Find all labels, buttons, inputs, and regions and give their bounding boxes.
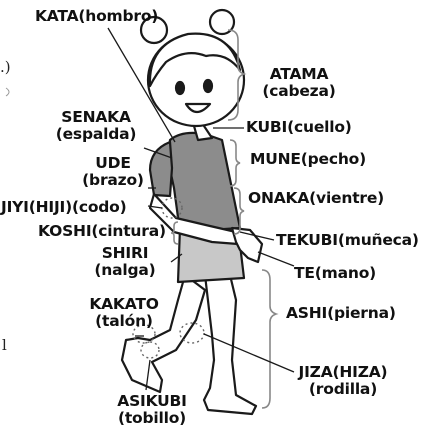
label-ashi: ASHI(pierna) [286,305,396,322]
label-kakato-es: (talón) [84,313,164,330]
label-jiza: JIZA(HIZA) (rodilla) [288,364,398,398]
label-senaka-jp: SENAKA [42,109,150,126]
label-jiza-es: (rodilla) [288,381,398,398]
label-atama-es: (cabeza) [254,83,344,100]
label-mune: MUNE(pecho) [250,151,366,168]
eye-right [204,80,212,92]
front-leg [122,275,205,392]
label-asikubi-es: (tobillo) [106,410,198,427]
label-ude-es: (brazo) [78,172,148,189]
te-line [258,252,294,266]
label-asikubi-jp: ASIKUBI [106,393,198,410]
label-atama: ATAMA (cabeza) [254,66,344,100]
label-shiri-es: (nalga) [90,262,160,279]
label-onaka: ONAKA(vientre) [248,190,384,207]
label-asikubi: ASIKUBI (tobillo) [106,393,198,427]
label-te: TE(mano) [294,265,376,282]
label-shiri: SHIRI (nalga) [90,245,160,279]
label-kubi: KUBI(cuello) [246,119,352,136]
label-koshi: KOSHI(cintura) [38,223,166,240]
eye-left [176,82,184,94]
label-atama-jp: ATAMA [254,66,344,83]
label-ude: UDE (brazo) [78,155,148,189]
shirt [168,133,240,232]
label-senaka-es: (espalda) [42,126,150,143]
label-kakato-jp: KAKATO [84,296,164,313]
label-jiyi: JIYI(HIJI)(codo) [1,199,127,216]
ashi-brace [262,270,276,408]
label-ude-jp: UDE [78,155,148,172]
label-shiri-jp: SHIRI [90,245,160,262]
label-kakato: KAKATO (talón) [84,296,164,330]
label-senaka: SENAKA (espalda) [42,109,150,143]
label-jiza-jp: JIZA(HIZA) [288,364,398,381]
mune-brace [230,140,240,186]
label-tekubi: TEKUBI(muñeca) [276,232,419,249]
left-edge-brace [6,88,9,96]
edge-mark-top: .) [0,58,11,76]
edge-mark-bottom: l [2,336,7,354]
label-kata: KATA(hombro) [35,8,158,25]
